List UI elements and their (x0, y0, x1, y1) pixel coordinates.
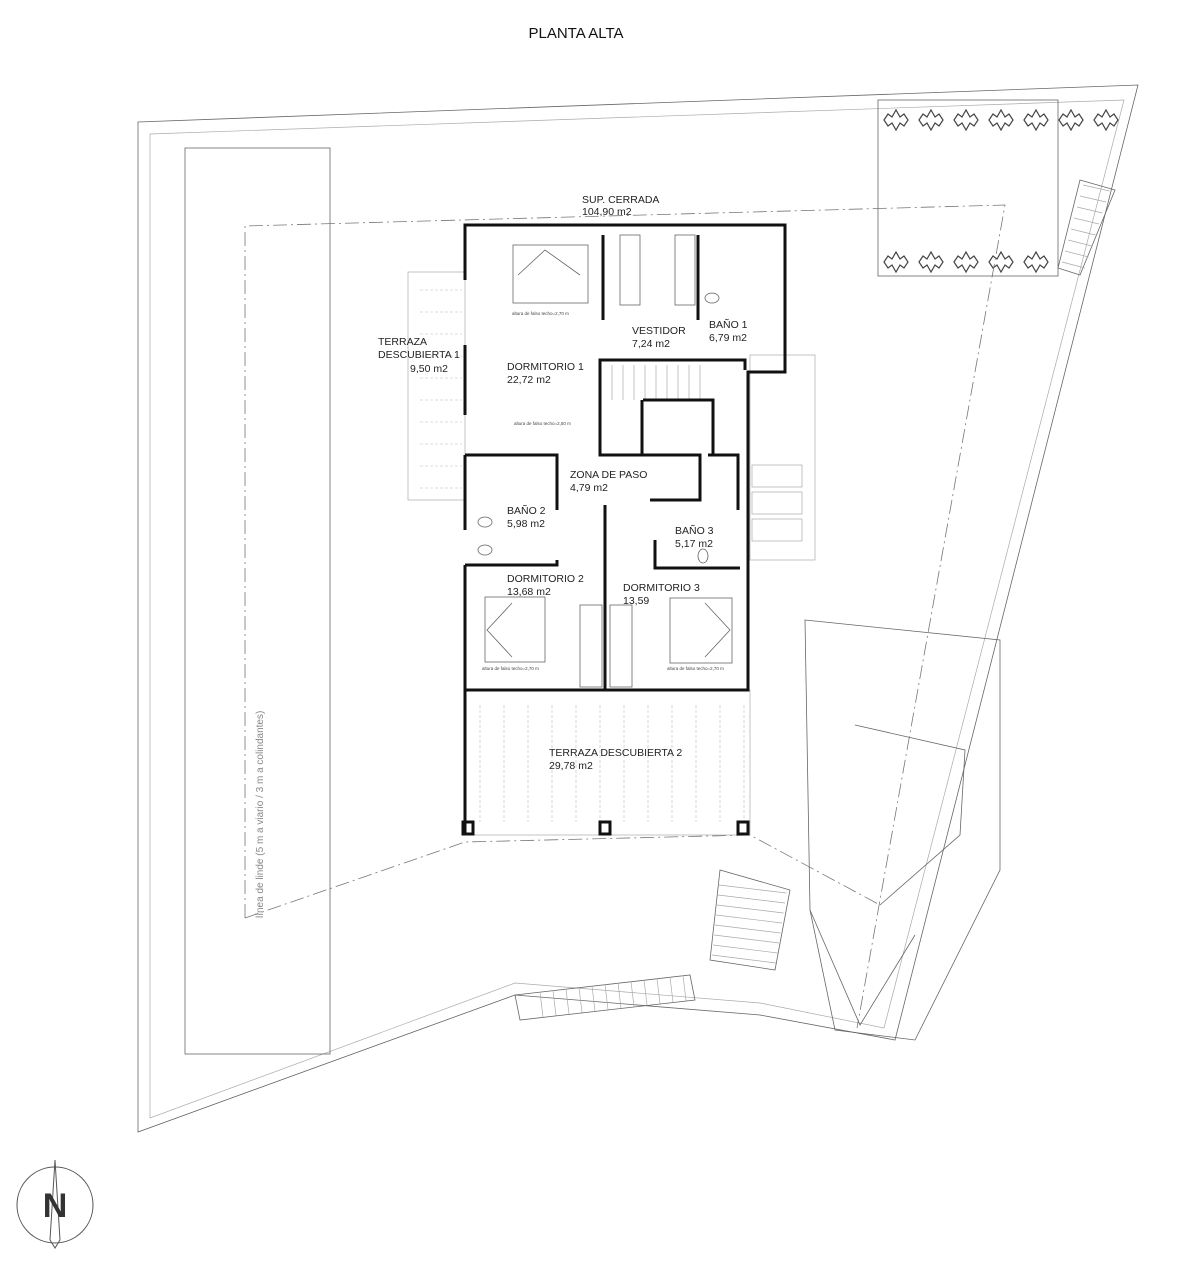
setback-line (244, 204, 1006, 1029)
room-area: 4,79 m2 (570, 482, 608, 494)
stair-tread (630, 981, 635, 1007)
room-name: DORMITORIO 1 (507, 361, 584, 373)
room-area: 6,79 m2 (709, 332, 747, 344)
stair-tread (716, 904, 784, 914)
tree-row (883, 108, 1119, 274)
side-patio (749, 354, 816, 561)
ceiling-note: altura de falso techo=2,50 m (514, 421, 571, 426)
stair-tread (1082, 184, 1110, 192)
north-arrow-icon: N (16, 1159, 94, 1249)
room-area: 13,59 (623, 595, 649, 607)
stair-tread (539, 991, 544, 1018)
stair-tread (682, 975, 687, 1001)
room-name: DESCUBIERTA 1 (378, 349, 460, 361)
setback-note: línea de linde (5 m a viario / 3 m a col… (255, 711, 266, 918)
stair-tread (711, 954, 777, 964)
stair-tread (643, 979, 648, 1006)
tree-icon (918, 250, 944, 274)
terrace-2 (464, 689, 751, 836)
north-label: N (43, 1187, 68, 1225)
stair-tread (718, 884, 787, 894)
tree-icon (1093, 108, 1119, 132)
ceiling-note: altura de falso techo=2,70 m (512, 311, 569, 316)
room-area: 7,24 m2 (632, 338, 670, 350)
stair-tread (604, 984, 609, 1010)
room-area: 5,17 m2 (675, 538, 713, 550)
room-area: 5,98 m2 (507, 518, 545, 530)
closed-area-label: SUP. CERRADA (582, 194, 659, 206)
room-name: TERRAZA DESCUBIERTA 2 (549, 747, 682, 759)
plot-boundary (137, 84, 1139, 1133)
tree-icon (1023, 250, 1049, 274)
tree-icon (988, 108, 1014, 132)
stair-tread (714, 924, 781, 934)
stair-tread (1061, 261, 1086, 269)
plot-inner-boundary (149, 99, 1125, 1119)
tree-icon (988, 250, 1014, 274)
tree-icon (953, 250, 979, 274)
stair-tread (1076, 206, 1103, 214)
closed-area-value: 104,90 m2 (582, 206, 632, 218)
stair-tread (617, 982, 622, 1009)
room-name: VESTIDOR (632, 325, 686, 337)
stair-tread (1064, 250, 1089, 258)
tree-icon (1058, 108, 1084, 132)
room-name: BAÑO 1 (709, 318, 748, 331)
stair-tread (1079, 195, 1107, 203)
stair-treads (539, 184, 1110, 1018)
room-name: TERRAZA (378, 336, 427, 348)
stair-tread (712, 944, 778, 954)
tree-icon (883, 108, 909, 132)
toilet-icon (477, 292, 720, 564)
room-area: 29,78 m2 (549, 760, 593, 772)
stair-tread (1070, 228, 1096, 236)
room-area: 22,72 m2 (507, 374, 551, 386)
tree-icon (883, 250, 909, 274)
stair-tread (1067, 239, 1093, 247)
tree-icon (918, 108, 944, 132)
stair-tread (713, 934, 780, 944)
room-name: BAÑO 2 (507, 504, 546, 517)
room-name: ZONA DE PASO (570, 469, 647, 481)
stair-tread (669, 976, 674, 1003)
stair-tread (578, 987, 583, 1013)
tree-icon (953, 108, 979, 132)
wardrobe-icon (579, 234, 696, 688)
bed-icon (484, 244, 733, 664)
ceiling-note: altura de falso techo=2,70 m (482, 666, 539, 671)
stair-tread (1073, 217, 1100, 225)
room-area: 13,68 m2 (507, 586, 551, 598)
stair-tread (565, 988, 570, 1015)
stair-tread (717, 894, 786, 904)
room-name: DORMITORIO 2 (507, 573, 584, 585)
plan-title: PLANTA ALTA (528, 25, 623, 42)
stair-tread (591, 985, 596, 1012)
garden-area (877, 99, 1059, 277)
tree-icon (1023, 108, 1049, 132)
stair-tread (715, 914, 783, 924)
room-name: DORMITORIO 3 (623, 582, 700, 594)
lane-area (184, 147, 331, 1055)
room-name: BAÑO 3 (675, 524, 714, 537)
ceiling-note: altura de falso techo=2,70 m (667, 666, 724, 671)
pergola-lines (420, 289, 745, 822)
room-area: 9,50 m2 (410, 363, 448, 375)
stair-tread (552, 990, 557, 1016)
stair-tread (656, 978, 661, 1004)
house-walls (461, 223, 787, 836)
stairs-icon (514, 179, 1116, 1041)
setback-line-bottom (244, 834, 881, 919)
